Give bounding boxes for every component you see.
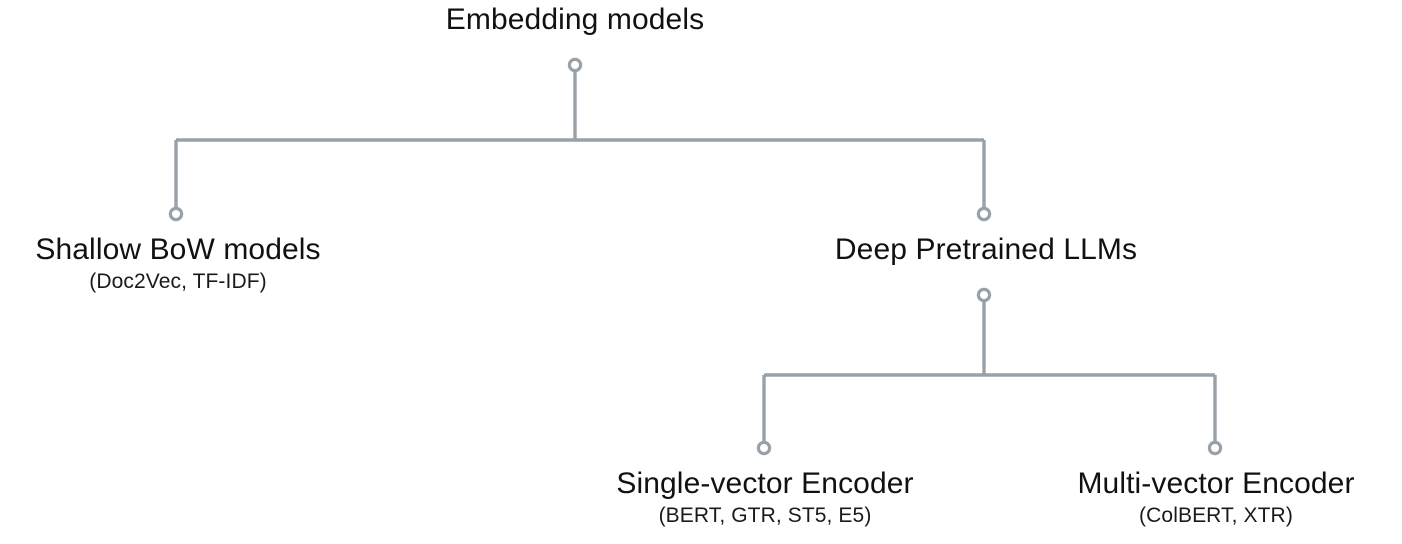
- node-shallow-bow-title: Shallow BoW models: [35, 233, 321, 266]
- node-shallow-bow[interactable]: Shallow BoW models (Doc2Vec, TF-IDF): [35, 232, 320, 296]
- node-dot-root: [567, 57, 583, 73]
- node-shallow-bow-subtitle: (Doc2Vec, TF-IDF): [89, 270, 267, 293]
- node-multi-vector-title: Multi-vector Encoder: [1077, 467, 1355, 500]
- node-single-vector-title: Single-vector Encoder: [616, 467, 914, 500]
- node-dot-multi-vector: [1207, 440, 1223, 456]
- node-dot-deep-llm-top: [976, 206, 992, 222]
- node-multi-vector-encoder[interactable]: Multi-vector Encoder (ColBERT, XTR): [1077, 466, 1354, 530]
- node-dot-single-vector: [756, 440, 772, 456]
- node-single-vector-subtitle: (BERT, GTR, ST5, E5): [658, 504, 872, 527]
- node-multi-vector-subtitle: (ColBERT, XTR): [1139, 504, 1293, 527]
- node-root[interactable]: Embedding models: [446, 2, 704, 38]
- node-single-vector-encoder[interactable]: Single-vector Encoder (BERT, GTR, ST5, E…: [616, 466, 913, 530]
- node-dot-deep-llm-bottom: [976, 287, 992, 303]
- node-deep-llm-title: Deep Pretrained LLMs: [834, 233, 1138, 266]
- node-deep-llm[interactable]: Deep Pretrained LLMs: [835, 232, 1137, 268]
- node-dot-shallow-bow: [168, 206, 184, 222]
- node-root-title: Embedding models: [445, 3, 705, 36]
